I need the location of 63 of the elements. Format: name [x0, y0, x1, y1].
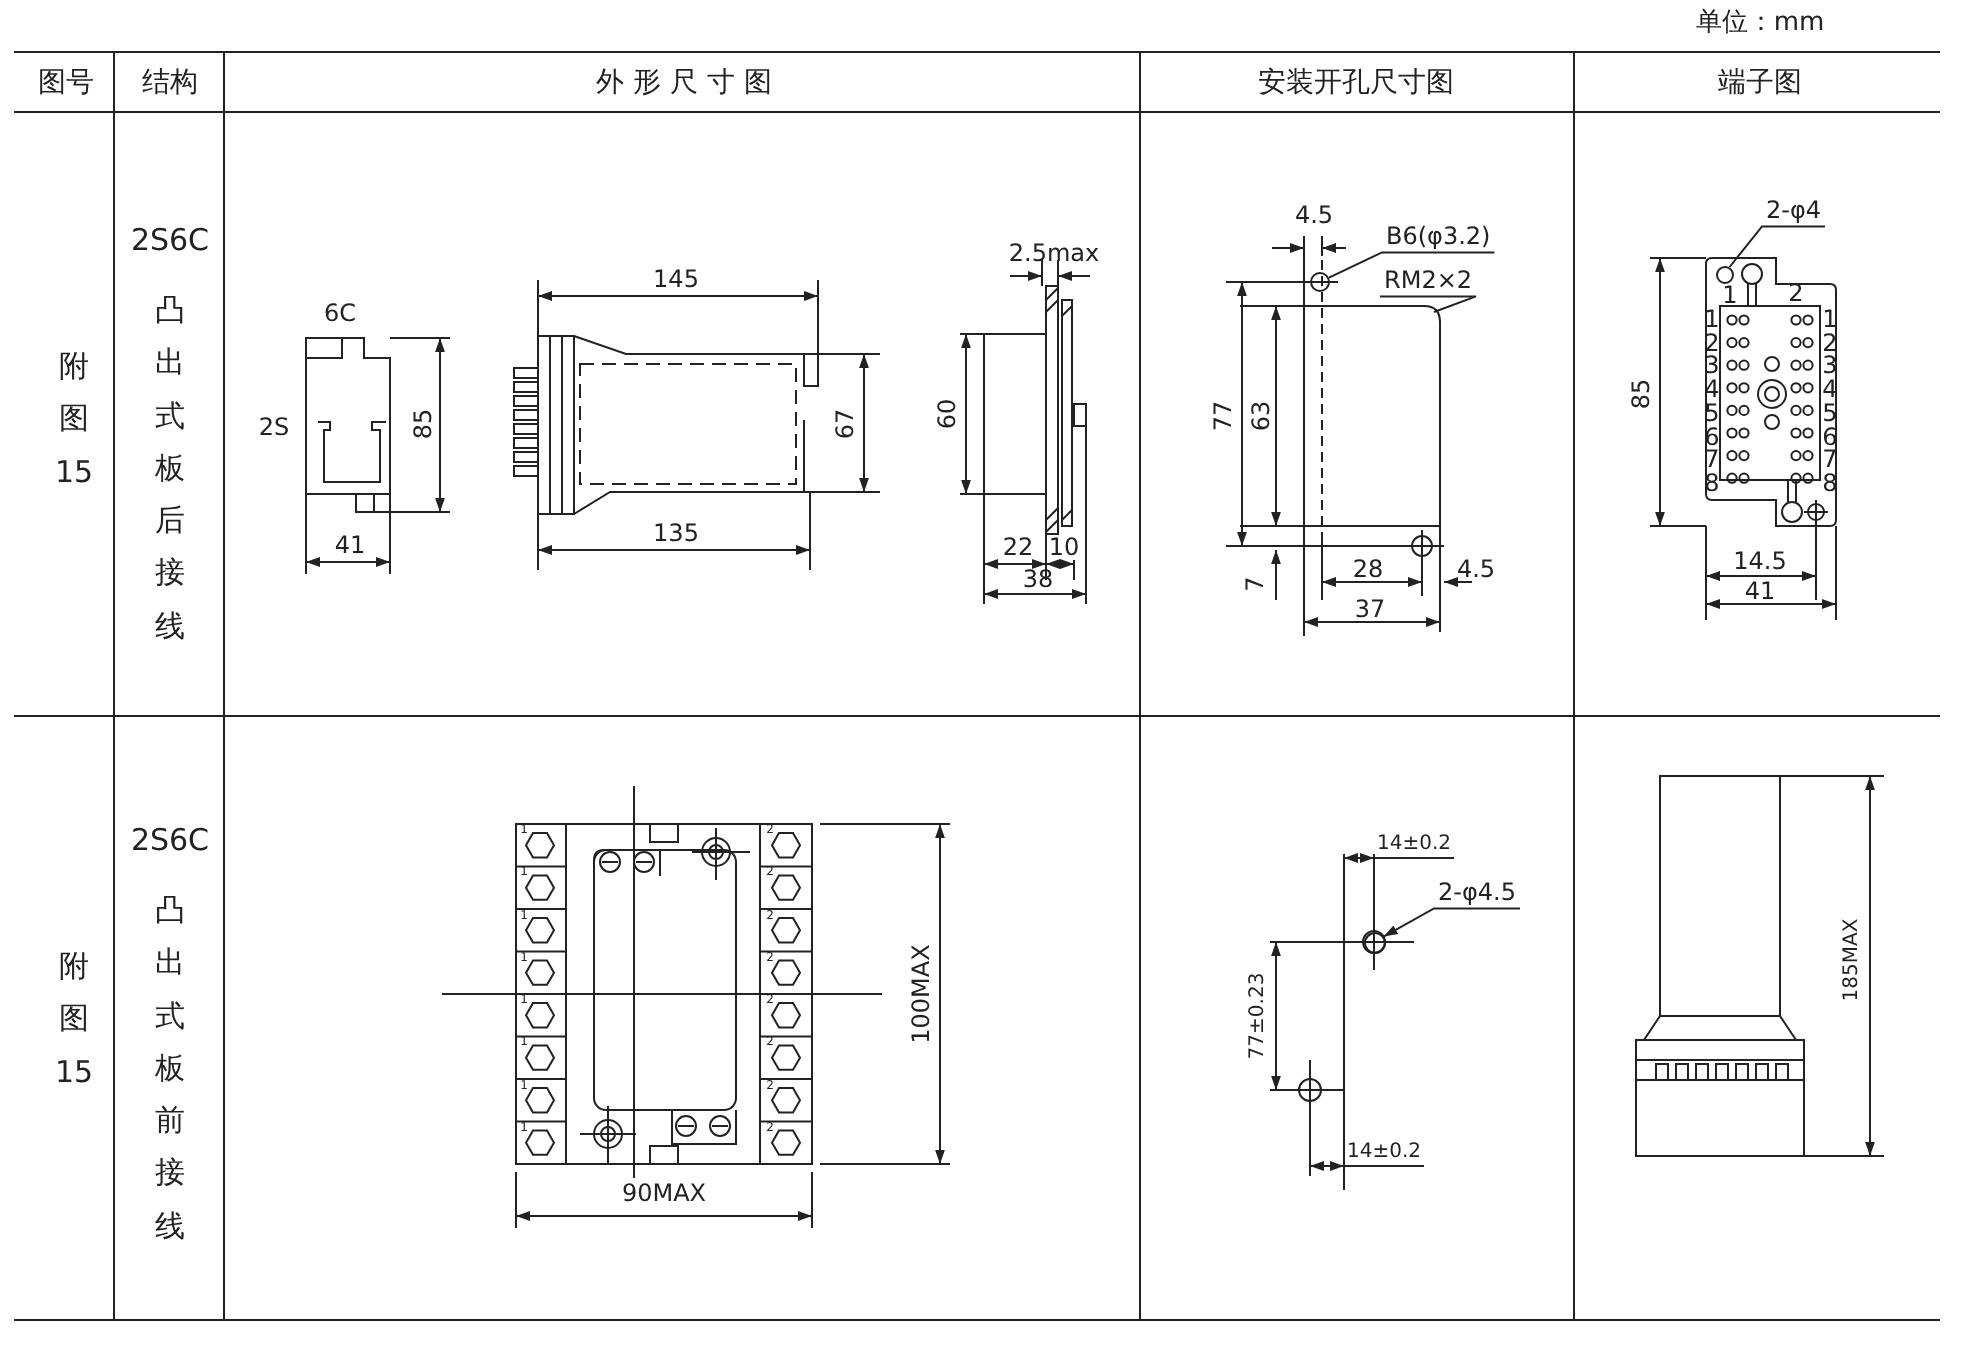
- dimension-label: 85: [410, 408, 438, 440]
- terminal-number: 1: [1722, 282, 1738, 310]
- dimension-label: 10: [1048, 534, 1080, 562]
- terminal-number: 3: [1704, 353, 1720, 380]
- column-header: 图号: [38, 68, 94, 100]
- dimension-label: 185MAX: [1841, 918, 1863, 1002]
- column-header: 结构: [142, 68, 198, 100]
- leader-line: [1379, 295, 1477, 313]
- dimension-label: 28: [1352, 556, 1384, 584]
- leader-line: [1328, 251, 1496, 279]
- dimension-label: 100MAX: [908, 944, 936, 1044]
- callout-label: B6(φ3.2): [1382, 224, 1495, 253]
- model-code: 2S6C: [130, 823, 210, 857]
- dimension-label: 38: [1022, 566, 1054, 594]
- dimension-label: 85: [1628, 378, 1656, 410]
- dimension-label: 63: [1248, 400, 1276, 432]
- model-code: 2S6C: [130, 223, 210, 257]
- dimension-label: 14.5: [1733, 548, 1787, 576]
- dimension-label: 60: [934, 398, 962, 430]
- terminal-number: 7: [1704, 447, 1720, 474]
- terminal-number: 1: [1704, 306, 1720, 333]
- callout-label: 2-φ4.5: [1434, 880, 1520, 909]
- dimension-label: 67: [832, 408, 860, 440]
- callout-label: 2-φ4: [1762, 198, 1826, 227]
- dimension-label: 41: [1744, 578, 1776, 606]
- part-label: 6C: [324, 300, 356, 328]
- dimension-label: 14±0.2: [1347, 1141, 1421, 1163]
- column-header: 端子图: [1718, 68, 1802, 100]
- part-label: 2S: [258, 414, 290, 442]
- terminal-number: 7: [1822, 447, 1838, 474]
- terminal-number: 5: [1704, 400, 1720, 427]
- dimension-label: 145: [653, 266, 699, 294]
- structure-text: 凸出式板后接线: [153, 290, 187, 647]
- column-header: 外 形 尺 寸 图: [596, 68, 772, 100]
- terminal-number: 8: [1822, 470, 1838, 497]
- mounting-hole: [1363, 931, 1385, 953]
- dimension-label: 22: [1002, 534, 1034, 562]
- dimension-label: 2.5max: [1008, 240, 1100, 268]
- mounting-hole: [1310, 272, 1330, 292]
- terminal-number: 5: [1822, 400, 1838, 427]
- dimension-label: 7: [1242, 576, 1270, 592]
- terminal-number: 4: [1822, 377, 1838, 403]
- unit-note: 单位：mm: [1695, 9, 1825, 39]
- mounting-hole: [1715, 265, 1733, 283]
- dimension-label: 90MAX: [621, 1180, 707, 1208]
- dimension-label: 77: [1210, 400, 1238, 432]
- leader-line: [1382, 907, 1521, 938]
- column-header: 安装开孔尺寸图: [1258, 68, 1454, 100]
- figure-number: 附图15: [54, 346, 94, 493]
- terminal-number: 2: [1822, 330, 1838, 357]
- dimension-label: 14±0.2: [1377, 833, 1451, 855]
- dimension-label: 4.5: [1456, 556, 1496, 584]
- terminal-number: 3: [1822, 353, 1838, 380]
- dimension-label: 77±0.23: [1247, 972, 1269, 1060]
- dimension-label: 37: [1354, 596, 1386, 624]
- dimension-label: 41: [334, 532, 366, 560]
- dimension-label: 135: [653, 520, 699, 548]
- structure-text: 凸出式板前接线: [153, 890, 187, 1247]
- callout-label: RM2×2: [1380, 268, 1477, 297]
- figure-number: 附图15: [54, 946, 94, 1093]
- terminal-number: 1: [1822, 306, 1838, 333]
- leader-line: [1728, 225, 1826, 268]
- dimension-label: 4.5: [1294, 202, 1334, 230]
